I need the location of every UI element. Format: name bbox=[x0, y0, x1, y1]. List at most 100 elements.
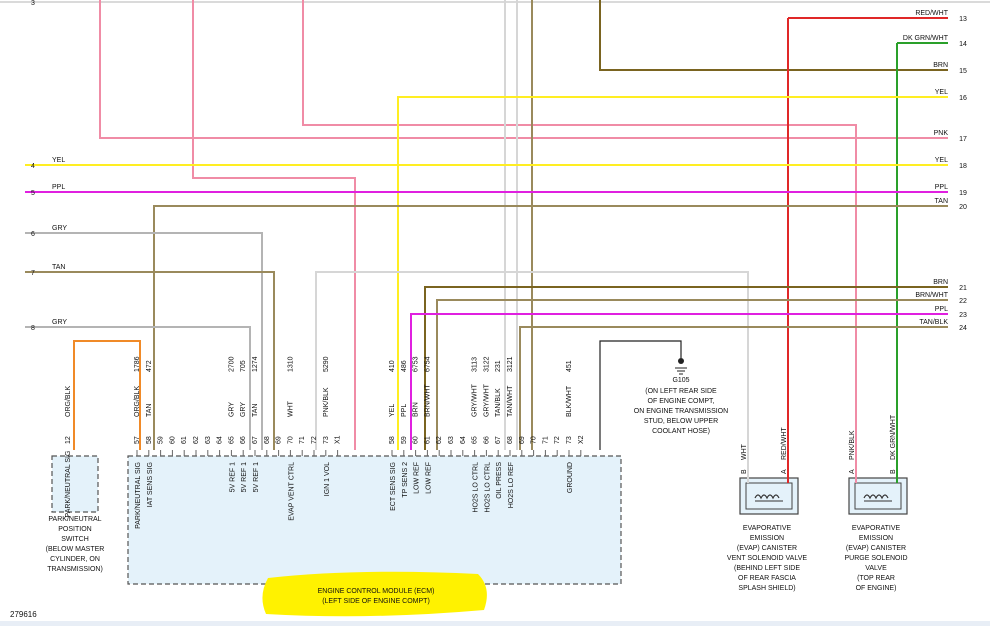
ecm-circuit-number: 6753 bbox=[413, 356, 420, 372]
ground-label: G105 bbox=[672, 377, 689, 384]
right-circuit-number: 14 bbox=[959, 41, 967, 48]
purge-valve-pin: B bbox=[890, 469, 897, 474]
ecm-pin-number: 70 bbox=[531, 436, 538, 444]
purge-valve-caption: (EVAP) CANISTER bbox=[846, 545, 906, 552]
org-blk-wire-park bbox=[73, 340, 141, 450]
gry-wire-6 bbox=[25, 232, 263, 450]
ecm-pin-number: 69 bbox=[276, 436, 283, 444]
purge-valve-caption: (TOP REAR bbox=[857, 575, 895, 582]
left-circuit-number: 8 bbox=[31, 325, 35, 332]
ecm-pin-function: IAT SENS SIG bbox=[147, 462, 154, 507]
ecm-pin-function: PARK/NEUTRAL SIG bbox=[135, 462, 142, 529]
right-circuit-label: TAN/BLK bbox=[919, 319, 948, 326]
right-circuit-number: 15 bbox=[959, 68, 967, 75]
ecm-pin-number: 61 bbox=[181, 436, 188, 444]
ecm-pin-number: 73 bbox=[566, 436, 573, 444]
wht-wire-evap-vent bbox=[315, 271, 749, 475]
brn-wire-15 bbox=[599, 0, 948, 71]
left-circuit-number: 5 bbox=[31, 190, 35, 197]
ecm-pin-number: 69 bbox=[519, 436, 526, 444]
right-circuit-label: PPL bbox=[935, 306, 948, 313]
vent-valve-caption: (EVAP) CANISTER bbox=[737, 545, 797, 552]
ecm-pin-number: 73 bbox=[323, 436, 330, 444]
ecm-pin-number: 72 bbox=[311, 436, 318, 444]
purge-valve-caption: EMISSION bbox=[859, 535, 893, 542]
right-circuit-label: BRN bbox=[933, 279, 948, 286]
purge-valve-pin: A bbox=[849, 469, 856, 474]
park-switch-caption: TRANSMISSION) bbox=[47, 566, 103, 573]
tan-blk-wire-24 bbox=[519, 326, 948, 450]
ground-caption: STUD, BELOW UPPER bbox=[644, 418, 718, 425]
ecm-pin-number: 57 bbox=[134, 436, 141, 444]
right-circuit-label: DK GRN/WHT bbox=[903, 35, 949, 42]
tan-wire-7 bbox=[25, 271, 275, 450]
right-circuit-number: 19 bbox=[959, 190, 967, 197]
ground-node bbox=[678, 358, 684, 364]
left-circuit-number: 4 bbox=[31, 163, 35, 170]
ecm-pin-number: 61 bbox=[424, 436, 431, 444]
right-circuit-number: 22 bbox=[959, 298, 967, 305]
coil-icon bbox=[754, 494, 780, 500]
ecm-circuit-number: 5290 bbox=[323, 356, 330, 372]
park-switch-caption: SWITCH bbox=[61, 536, 89, 543]
right-circuit-label: PPL bbox=[935, 184, 948, 191]
ground-caption: COOLANT HOSE) bbox=[652, 428, 710, 435]
left-circuit-label: TAN bbox=[52, 264, 65, 271]
vent-valve-wire-color: RED/WHT bbox=[781, 427, 788, 460]
vent-valve-pin: B bbox=[741, 469, 748, 474]
park-switch-caption: PARK/NEUTRAL bbox=[48, 516, 101, 523]
purge-valve-caption: VALVE bbox=[865, 565, 887, 572]
ecm-pin-number: 63 bbox=[448, 436, 455, 444]
left-circuit-number: 6 bbox=[31, 231, 35, 238]
vent-valve-pin: A bbox=[781, 469, 788, 474]
ecm-wire-color: WHT bbox=[287, 400, 294, 417]
ecm-pin-number: 64 bbox=[460, 436, 467, 444]
ecm-pin-number: 66 bbox=[483, 436, 490, 444]
wire-layer bbox=[0, 0, 990, 475]
ecm-pin-function: 5V REF 1 bbox=[229, 462, 236, 492]
ecm-pin-function: ECT SENS SIG bbox=[390, 462, 397, 511]
ecm-pin-function: IGN 1 VOL bbox=[324, 462, 331, 496]
ecm-circuit-number: 2700 bbox=[228, 356, 235, 372]
purge-valve-caption: PURGE SOLENOID bbox=[844, 555, 907, 562]
ecm-pin-function: LOW REF bbox=[425, 462, 432, 494]
right-circuit-number: 13 bbox=[959, 16, 967, 23]
ecm-pin-function: HO2S LO CTRL bbox=[484, 462, 491, 513]
ecm-pin-number: 70 bbox=[287, 436, 294, 444]
park-switch-pin-number: 12 bbox=[65, 436, 72, 444]
ecm-wire-color: TAN/WHT bbox=[507, 385, 514, 417]
ecm-pin-number: X2 bbox=[578, 435, 585, 444]
component-layer bbox=[51, 358, 908, 617]
park-switch-function: PARK/NEUTRAL SIG bbox=[65, 451, 72, 518]
left-circuit-number: 3 bbox=[31, 0, 35, 7]
purge-valve-caption: EVAPORATIVE bbox=[852, 525, 901, 532]
ecm-circuit-number: 1310 bbox=[287, 356, 294, 372]
purge-valve-caption: OF ENGINE) bbox=[856, 585, 897, 592]
ecm-pin-number: 58 bbox=[146, 436, 153, 444]
left-circuit-label: GRY bbox=[52, 225, 67, 232]
ecm-pin-function: OIL PRESS bbox=[496, 462, 503, 499]
ecm-pin-function: TP SENS 2 bbox=[402, 462, 409, 498]
vent-valve-caption: EVAPORATIVE bbox=[743, 525, 792, 532]
ecm-pin-function: 5V REF 1 bbox=[241, 462, 248, 492]
ecm-pin-number: 62 bbox=[436, 436, 443, 444]
ecm-circuit-number: 472 bbox=[146, 360, 153, 372]
pnk-blk-wire-purge bbox=[302, 0, 857, 475]
left-circuit-label: GRY bbox=[52, 319, 67, 326]
ecm-wire-color: TAN/BLK bbox=[495, 388, 502, 417]
left-circuit-number: 7 bbox=[31, 270, 35, 277]
ecm-pin-function: HO2S LO REF bbox=[508, 462, 515, 508]
purge-valve-wire-color: DK GRN/WHT bbox=[890, 414, 897, 460]
ecm-circuit-number: 3113 bbox=[472, 357, 479, 372]
right-circuit-label: YEL bbox=[935, 89, 948, 96]
ecm-pin-number: 71 bbox=[299, 436, 306, 444]
ecm-circuit-number: 6754 bbox=[424, 356, 431, 372]
vent-valve-caption: OF REAR FASCIA bbox=[738, 575, 796, 582]
ecm-pin-number: 63 bbox=[205, 436, 212, 444]
ecm-wire-color: GRY/WHT bbox=[483, 383, 490, 417]
ecm-pin-function: GROUND bbox=[567, 462, 574, 493]
ecm-pin-function: LOW REF bbox=[414, 462, 421, 494]
park-switch-caption: (BELOW MASTER bbox=[46, 546, 105, 553]
ecm-circuit-number: 3121 bbox=[507, 356, 514, 372]
